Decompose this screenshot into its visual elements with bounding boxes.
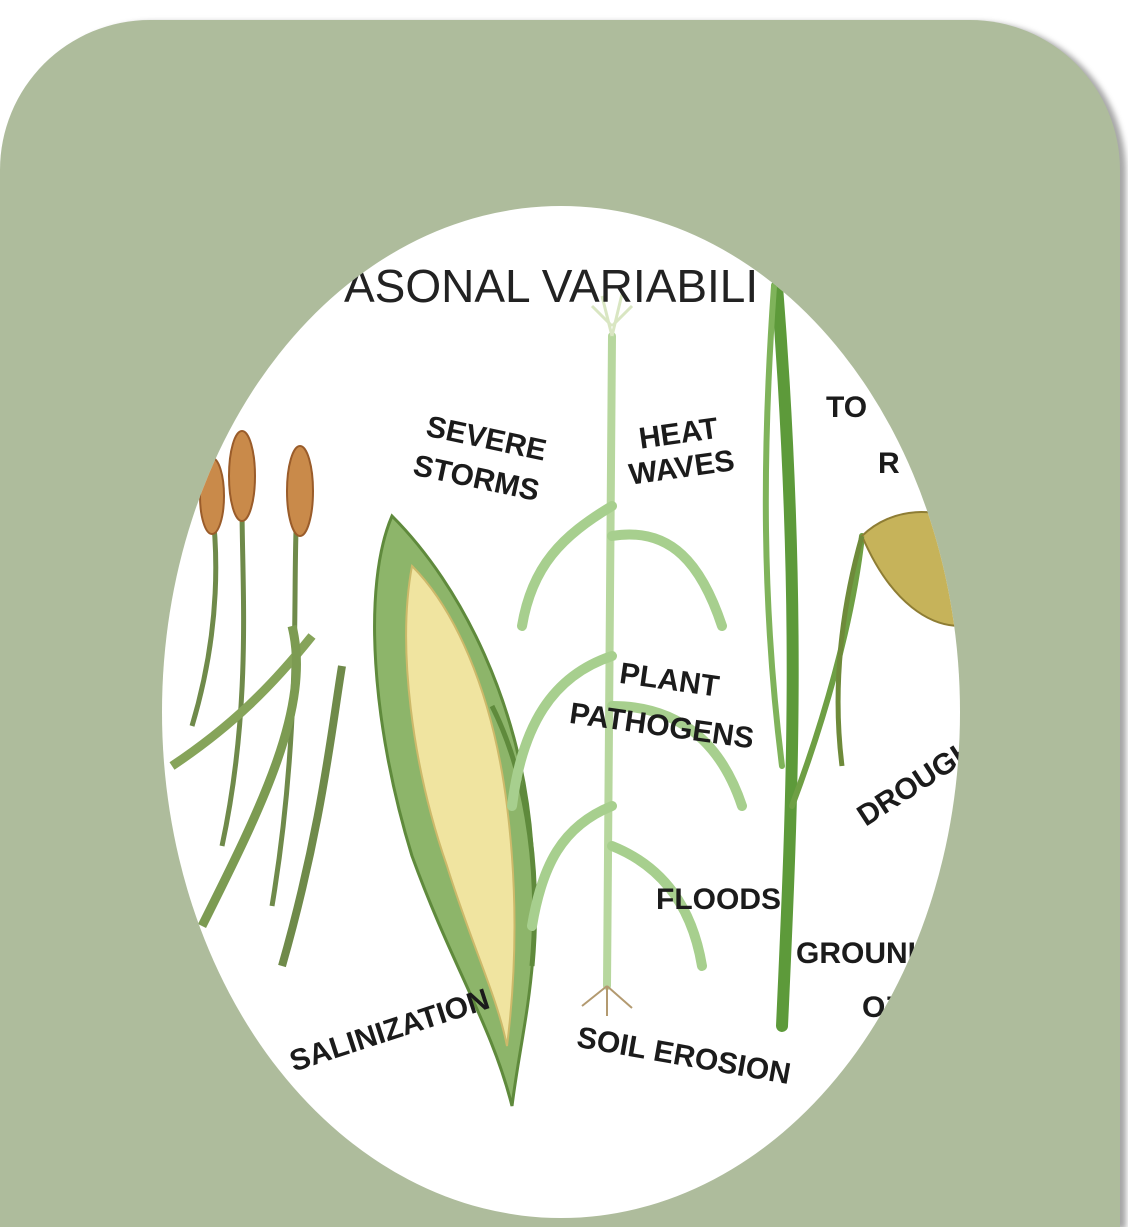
maize-roots — [582, 986, 632, 1016]
crop-illustration: ASONAL VARIABILI SEVERE STORMS HEAT WAVE… — [162, 206, 960, 1218]
slide-card: ASONAL VARIABILI SEVERE STORMS HEAT WAVE… — [0, 20, 1120, 1227]
illustration-title: ASONAL VARIABILI — [344, 262, 758, 310]
label-ground: GROUNI — [796, 938, 916, 970]
label-r: R — [878, 448, 900, 480]
wheat-heads — [200, 431, 313, 536]
label-oz: OZ — [862, 992, 904, 1024]
label-floods: FLOODS — [656, 884, 781, 916]
label-to: TO — [826, 392, 867, 424]
wheat-plant — [172, 506, 342, 966]
crop-drawings — [162, 206, 960, 1218]
millet-head — [838, 512, 960, 766]
